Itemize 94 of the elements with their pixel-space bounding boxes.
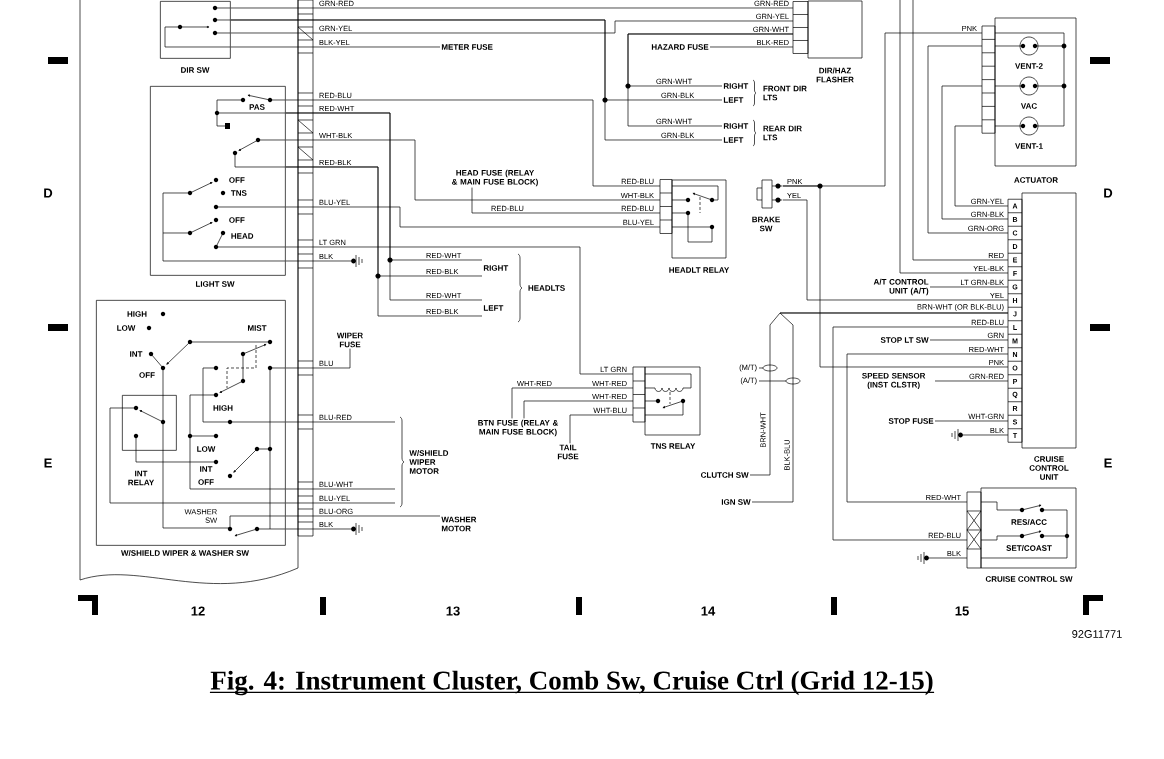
figure-caption: Fig. 4: Instrument Cluster, Comb Sw, Cruise Ctrl (Grid 12-15) [209,670,935,696]
wire [285,502,396,504]
wire [941,85,1009,220]
ground-symbol [951,428,963,442]
wire [285,260,352,262]
wire [285,528,352,530]
actuator-box: VENT-2 VAC VENT-1 ACTUATOR [981,17,1077,183]
wire [285,488,396,490]
wire [899,0,1009,274]
wire [709,46,794,48]
relay-box: HEADLT RELAY [659,179,730,273]
relay-box: TNS RELAY [632,366,701,449]
sensor-label: SPEED SENSOR (INST CLSTR) [862,372,926,390]
node-label: DIR/HAZ FLASHER [816,67,854,83]
lamp-label: LEFT [723,137,744,143]
grid-label: 15 [955,606,969,616]
group-label: HEADLTS [528,285,565,291]
fuse-label: HAZARD FUSE [651,44,709,50]
node-label: LIGHT SW [195,281,235,287]
wire [285,166,483,317]
node-label: ACTUATOR [1014,177,1058,183]
flasher-box: DIR/HAZ FLASHER [792,0,863,83]
motor-label: WASHER MOTOR [441,516,477,532]
lamp-label: RIGHT [483,265,509,271]
wire [285,99,661,187]
ground-symbol [917,551,929,565]
fuse-label: HEAD FUSE (RELAY & MAIN FUSE BLOCK) [452,169,538,187]
node-label: CRUISE CONTROL UNIT [1029,456,1069,480]
unit-label: A/T CONTROL UNIT (A/T) [873,278,929,296]
wire [929,286,1009,288]
lamp-label: RIGHT [723,83,749,89]
wire [285,139,661,201]
wire [230,20,794,34]
wire [569,414,634,444]
group-label: FRONT DIR LTS [763,85,807,101]
wire [782,185,1009,368]
switch-label: CLUTCH SW [701,472,749,478]
node-label: INT RELAY [128,470,155,486]
wire [928,557,968,559]
wire [230,46,441,48]
wire [285,421,396,423]
switch-housing-drawing [79,0,314,584]
node-label: HEADLT RELAY [669,267,730,273]
grid-label: 12 [191,606,205,616]
wire [230,7,794,9]
wire [846,353,1009,503]
switch-box: DIR SW [160,1,231,73]
wire [954,125,1009,207]
fuse-label: TAIL FUSE [557,444,579,460]
wire [934,380,1009,382]
lamp-label: LEFT [723,97,744,103]
grid-label: 14 [701,606,716,616]
wire [230,19,723,141]
wire [511,387,634,419]
wire [285,348,351,369]
grid-label: D [44,188,53,198]
node-label: W/SHIELD WIPER & WASHER SW [121,550,249,556]
wire [934,420,1009,422]
fuse-label: WIPER FUSE [336,332,363,348]
ground-symbol [351,254,363,268]
grid-label: E [1104,458,1112,468]
switch-box: PAS OFF TNS OFF HEAD LIGHT SW [150,86,286,287]
wire [962,434,1009,436]
wire [285,206,661,228]
switch-label: IGN SW [721,499,751,505]
node-label: CRUISE CONTROL SW [985,576,1073,582]
wire [627,33,794,127]
fuse-label: STOP FUSE [888,418,934,424]
wire [912,0,1009,261]
fuse-label: BTN FUSE (RELAY & MAIN FUSE BLOCK) [478,419,559,437]
lamp-label: LEFT [483,305,504,311]
relay-box: INT RELAY [121,395,177,486]
wire [782,199,1009,301]
wire [285,515,441,517]
wire [285,112,483,301]
node-label: DIR SW [181,67,210,73]
ground-symbol [351,522,363,536]
drawing-number: 92G11771 [1072,630,1122,638]
grid-label: 13 [446,606,460,616]
lamp-label: RIGHT [723,123,749,129]
wire [523,400,634,419]
grid-label: E [44,458,52,468]
group-label: REAR DIR LTS [763,125,802,141]
node-label: TNS RELAY [650,443,696,449]
switch-label: STOP LT SW [880,337,929,343]
grid-label: D [1104,188,1113,198]
wire [832,326,1009,541]
fuse-label: METER FUSE [441,44,493,50]
wire [929,339,1009,341]
wire [471,187,661,214]
switch-box: RES/ACC SET/COAST CRUISE CONTROL SW [966,487,1077,582]
wire [285,246,634,375]
motor-label: W/SHIELD WIPER MOTOR [399,416,449,508]
wire [927,45,1009,234]
